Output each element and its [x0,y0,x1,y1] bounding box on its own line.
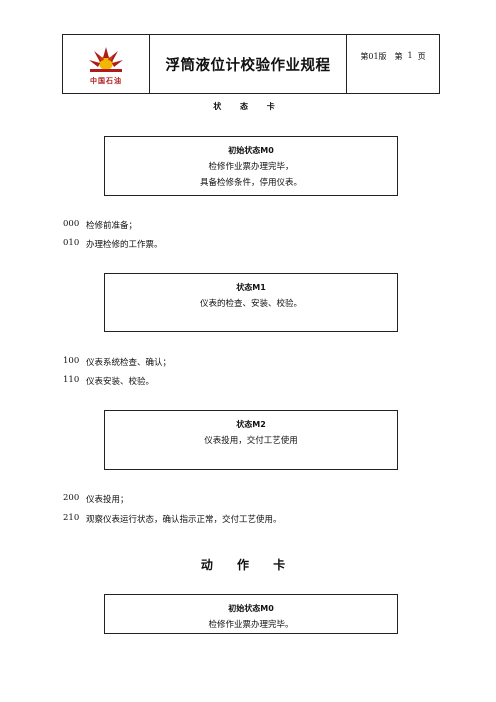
step-code: 000 [63,219,80,229]
step-item: 110 仪表安装、校验。 [63,375,154,387]
state-box-m1: 状态M1 仪表的检查、安装、校验。 [104,273,398,332]
step-text: 检修前准备； [86,221,138,231]
logo-text: 中国石油 [90,76,122,85]
step-code: 010 [63,238,80,248]
step-item: 210 观察仪表运行状态，确认指示正常，交付工艺使用。 [63,513,282,525]
state-title: 初始状态M0 [228,146,274,155]
step-item: 100 仪表系统检查、确认； [63,356,171,368]
page-number: 1 [407,51,413,60]
state-line: 仪表的检查、安装、校验。 [199,299,302,309]
document-title: 浮筒液位计校验作业规程 [150,35,347,93]
page-prefix: 第 [394,52,403,61]
page-suffix: 页 [417,52,426,61]
state-title: 初始状态M0 [228,604,274,613]
step-text: 办理检修的工作票。 [86,240,163,250]
header-meta: 第01版 第 1 页 [347,35,439,93]
version-label: 第01版 [360,52,387,61]
state-line: 仪表投用，交付工艺使用 [204,436,298,446]
step-code: 110 [63,375,80,385]
action-card-heading: 动 作 卡 [200,558,296,572]
step-code: 210 [63,513,80,523]
logo-cell: 中国石油 [63,35,150,93]
step-code: 200 [63,493,80,503]
step-item: 000 检修前准备； [63,219,137,231]
state-box-m2: 状态M2 仪表投用，交付工艺使用 [104,410,398,470]
step-text: 仪表系统检查、确认； [86,358,172,368]
state-line: 检修作业票办理完毕。 [208,620,294,630]
document-header: 中国石油 浮筒液位计校验作业规程 第01版 第 1 页 [62,34,440,94]
step-text: 观察仪表运行状态，确认指示正常，交付工艺使用。 [86,515,282,525]
page-indicator: 第 1 页 [395,51,426,62]
step-text: 仪表安装、校验。 [86,377,155,387]
step-item: 010 办理检修的工作票。 [63,238,163,250]
state-line: 具备检修条件，停用仪表。 [199,178,302,188]
state-title: 状态M1 [236,283,266,292]
petrochina-logo-icon [89,46,123,72]
state-title: 状态M2 [236,420,266,429]
action-state-box-m0: 初始状态M0 检修作业票办理完毕。 [104,594,398,634]
state-box-m0: 初始状态M0 检修作业票办理完毕， 具备检修条件，停用仪表。 [104,136,398,196]
state-card-heading: 状 态 卡 [213,102,283,111]
step-code: 100 [63,356,80,366]
step-text: 仪表投用； [86,495,129,505]
state-line: 检修作业票办理完毕， [208,162,294,172]
step-item: 200 仪表投用； [63,493,129,505]
